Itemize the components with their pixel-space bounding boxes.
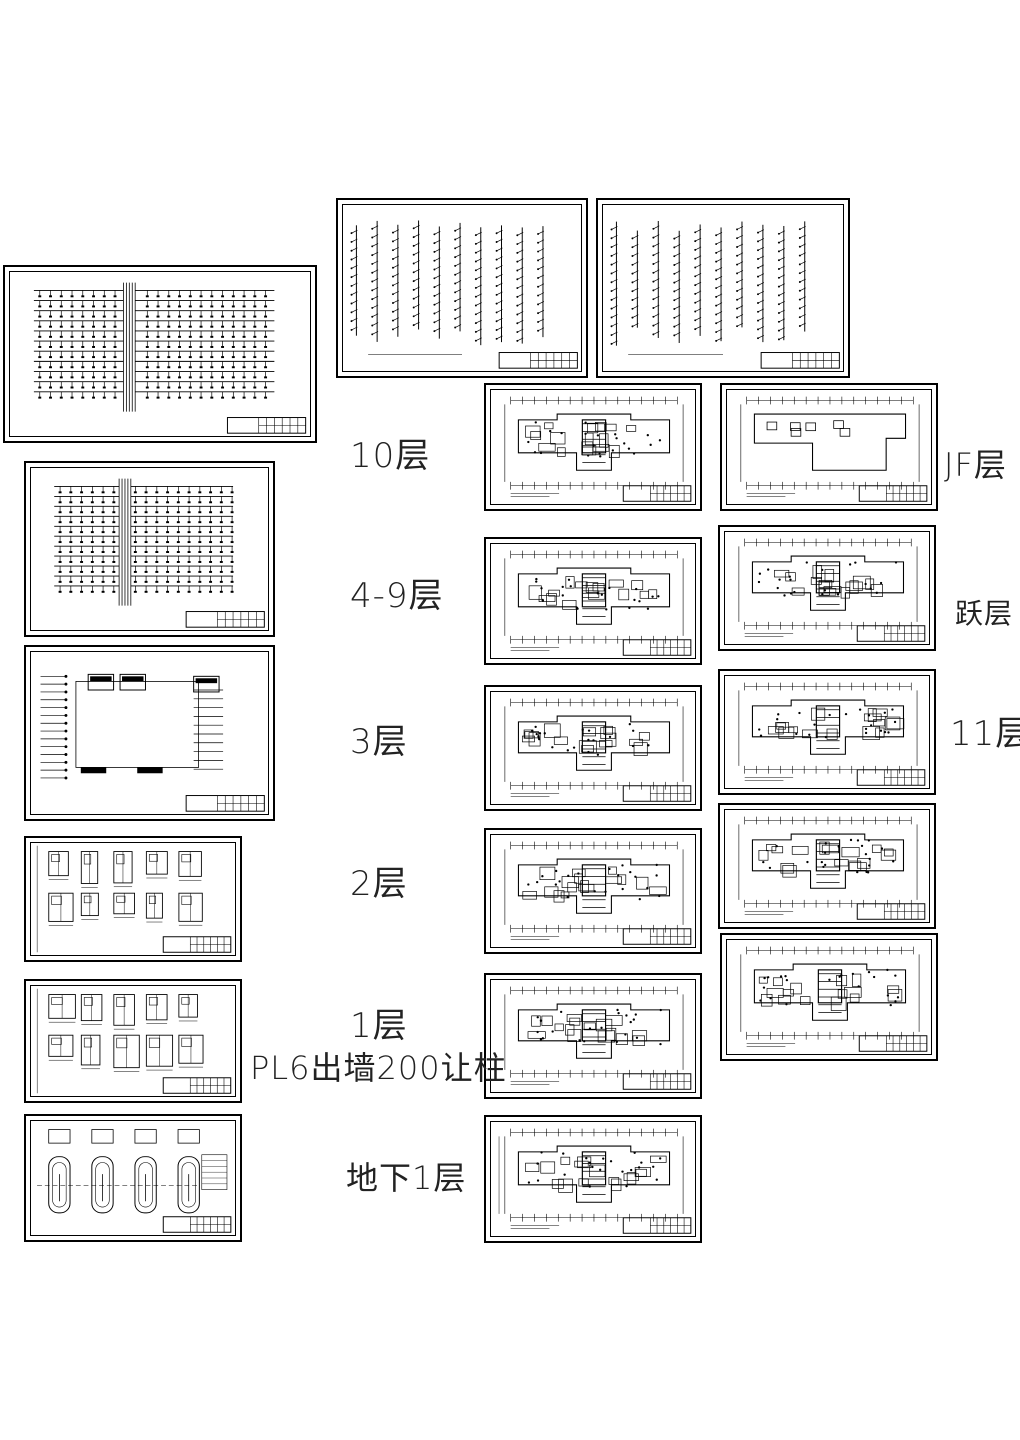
label-floor-3: 3层 — [350, 722, 408, 762]
detail-sheet-1 — [24, 836, 242, 962]
floor-plan-sheet-1 — [484, 973, 702, 1099]
floor-plan-drawing-10 — [504, 396, 692, 502]
detail-drawing-2 — [36, 988, 232, 1094]
detail-sheet-2 — [24, 979, 242, 1103]
detail-drawing-1 — [36, 845, 232, 953]
floor-plan-sheet-3 — [484, 685, 702, 811]
floor-plan-sheet-jf — [720, 383, 938, 511]
riser-diagram-sheet-a — [336, 198, 588, 378]
floor-plan-sheet-13 — [720, 933, 938, 1061]
floor-plan-drawing-b1 — [498, 1128, 692, 1234]
riser-diagram-b-drawing — [610, 220, 840, 369]
detail-drawing-3 — [37, 1129, 232, 1233]
floor-plan-drawing-yue — [738, 538, 926, 642]
water-system-drawing-2 — [54, 478, 265, 628]
floor-plan-sheet-10 — [484, 383, 702, 511]
label-floor-yue: 跃层 — [955, 597, 1014, 630]
floor-plan-sheet-4-9 — [484, 537, 702, 665]
floor-plan-sheet-12 — [718, 803, 936, 929]
floor-plan-drawing-3 — [504, 698, 692, 802]
floor-plan-drawing-2 — [504, 841, 692, 945]
floor-plan-drawing-1 — [504, 986, 692, 1090]
water-system-drawing-1 — [33, 282, 307, 434]
pump-room-drawing — [40, 673, 265, 812]
floor-plan-drawing-11 — [738, 682, 926, 786]
pump-room-sheet — [24, 645, 275, 821]
floor-plan-drawing-4-9 — [504, 550, 692, 656]
label-floor-4-9: 4-9层 — [350, 576, 444, 616]
floor-plan-sheet-b1 — [484, 1115, 702, 1243]
label-floor-11: 11层 — [950, 714, 1020, 754]
detail-sheet-3 — [24, 1114, 242, 1242]
riser-diagram-a-drawing — [350, 220, 578, 369]
floor-plan-sheet-11 — [718, 669, 936, 795]
floor-plan-drawing-12 — [738, 816, 926, 920]
label-floor-2: 2层 — [350, 864, 408, 904]
floor-plan-sheet-yue — [718, 525, 936, 651]
floor-plan-drawing-13 — [740, 946, 928, 1052]
riser-diagram-sheet-b — [596, 198, 850, 378]
water-system-sheet-2 — [24, 461, 275, 637]
label-floor-10: 10层 — [350, 436, 431, 476]
water-system-sheet-1 — [3, 265, 317, 443]
label-pl6-note: PL6出墙200让柱 — [250, 1049, 507, 1087]
label-floor-jf: JF层 — [944, 446, 1007, 484]
floor-plan-sheet-2 — [484, 828, 702, 954]
label-floor-1: 1层 — [350, 1006, 408, 1046]
label-basement-1: 地下1层 — [346, 1159, 467, 1197]
floor-plan-drawing-jf — [740, 396, 928, 502]
